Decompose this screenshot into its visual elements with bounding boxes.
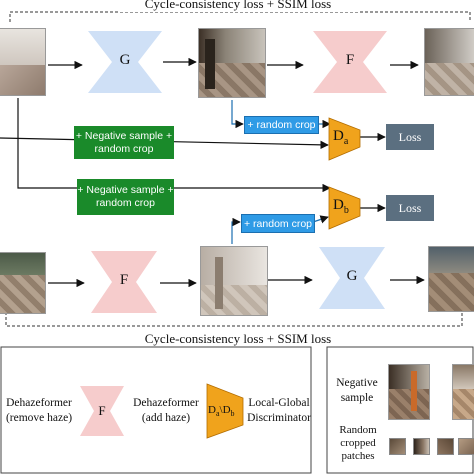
top-cycle-bracket bbox=[9, 11, 471, 22]
gen-label-top-2: F bbox=[345, 52, 355, 68]
image-dehazed-top bbox=[198, 28, 266, 98]
bottom-caption: Cycle-consistency loss + SSIM loss bbox=[144, 331, 332, 346]
legend-d-main-a: D bbox=[208, 404, 216, 416]
legend-d-sep: \ bbox=[219, 404, 223, 416]
arrow-crop-to-db bbox=[312, 215, 329, 224]
negative-sample-image-2 bbox=[452, 364, 474, 420]
image-reconstructed-top bbox=[424, 28, 474, 96]
legend-d-main-b: D bbox=[222, 404, 231, 416]
discriminator-da-label: Da bbox=[333, 128, 348, 147]
image-clear-input-bottom bbox=[0, 252, 46, 314]
generator-f-top bbox=[313, 31, 387, 93]
legend-d-sub-b: b bbox=[230, 409, 235, 419]
negative-sample-box-2: + Negative sample +random crop bbox=[77, 179, 174, 215]
legend-discriminator-text: Local-Global Discriminator bbox=[247, 397, 311, 424]
discriminator-da bbox=[328, 117, 361, 161]
legend-generator-icon bbox=[80, 386, 124, 436]
db-sub: b bbox=[343, 205, 349, 216]
random-crop-box-bottom: + random crop bbox=[241, 214, 315, 233]
negative-sample-box-1: + Negative sample +random crop bbox=[74, 126, 174, 159]
arrow-input-to-db bbox=[17, 98, 331, 193]
negative-sample-box-2-line2: random crop bbox=[96, 197, 155, 209]
image-reconstructed-bottom bbox=[428, 246, 474, 312]
generator-g-bottom bbox=[319, 247, 385, 309]
discriminator-db bbox=[328, 186, 361, 230]
gen-label-bottom-2: G bbox=[346, 268, 358, 284]
patch-3 bbox=[437, 438, 454, 455]
da-main: D bbox=[333, 128, 344, 144]
legend-discriminator-icon bbox=[206, 383, 244, 439]
top-caption: Cycle-consistency loss + SSIM loss bbox=[118, 0, 358, 12]
random-patches-label: Random cropped patches bbox=[339, 424, 377, 462]
da-sub: a bbox=[343, 136, 349, 147]
legend-discriminator-label: Da\Db bbox=[208, 404, 235, 418]
negative-sample-image-1 bbox=[388, 364, 430, 420]
legend-add-haze: Dehazeformer (add haze) bbox=[133, 397, 199, 424]
arrow-img2-to-crop-top bbox=[231, 100, 244, 129]
negative-sample-box-1-line2: random crop bbox=[94, 142, 154, 155]
patch-2 bbox=[413, 438, 430, 455]
image-hazed-bottom bbox=[200, 246, 268, 316]
negative-sample-box-1-line1: + Negative sample + bbox=[75, 129, 173, 142]
image-hazy-input-top bbox=[0, 28, 46, 96]
gen-label-top-1: G bbox=[119, 52, 131, 68]
legend-generator-label: F bbox=[98, 403, 106, 418]
generator-f-bottom bbox=[91, 251, 157, 313]
legend-remove-haze: Dehazeformer (remove haze) bbox=[5, 397, 73, 424]
random-crop-box-top: + random crop bbox=[244, 116, 319, 134]
legend-frame bbox=[0, 346, 312, 474]
legend-d-sub-a: a bbox=[215, 409, 220, 419]
bottom-cycle-bracket bbox=[5, 312, 463, 327]
loss-box-a: Loss bbox=[386, 124, 434, 150]
loss-box-b: Loss bbox=[386, 195, 434, 221]
generator-g-top bbox=[88, 31, 162, 93]
patch-1 bbox=[389, 438, 406, 455]
discriminator-db-label: Db bbox=[333, 197, 349, 216]
arrow-img-to-crop-bottom bbox=[231, 217, 241, 244]
gen-label-bottom-1: F bbox=[119, 272, 129, 288]
negative-sample-label: Negative sample bbox=[336, 377, 378, 404]
db-main: D bbox=[333, 197, 344, 213]
negative-sample-box-2-line1: + Negative sample + bbox=[77, 184, 174, 196]
patch-4 bbox=[458, 438, 474, 455]
